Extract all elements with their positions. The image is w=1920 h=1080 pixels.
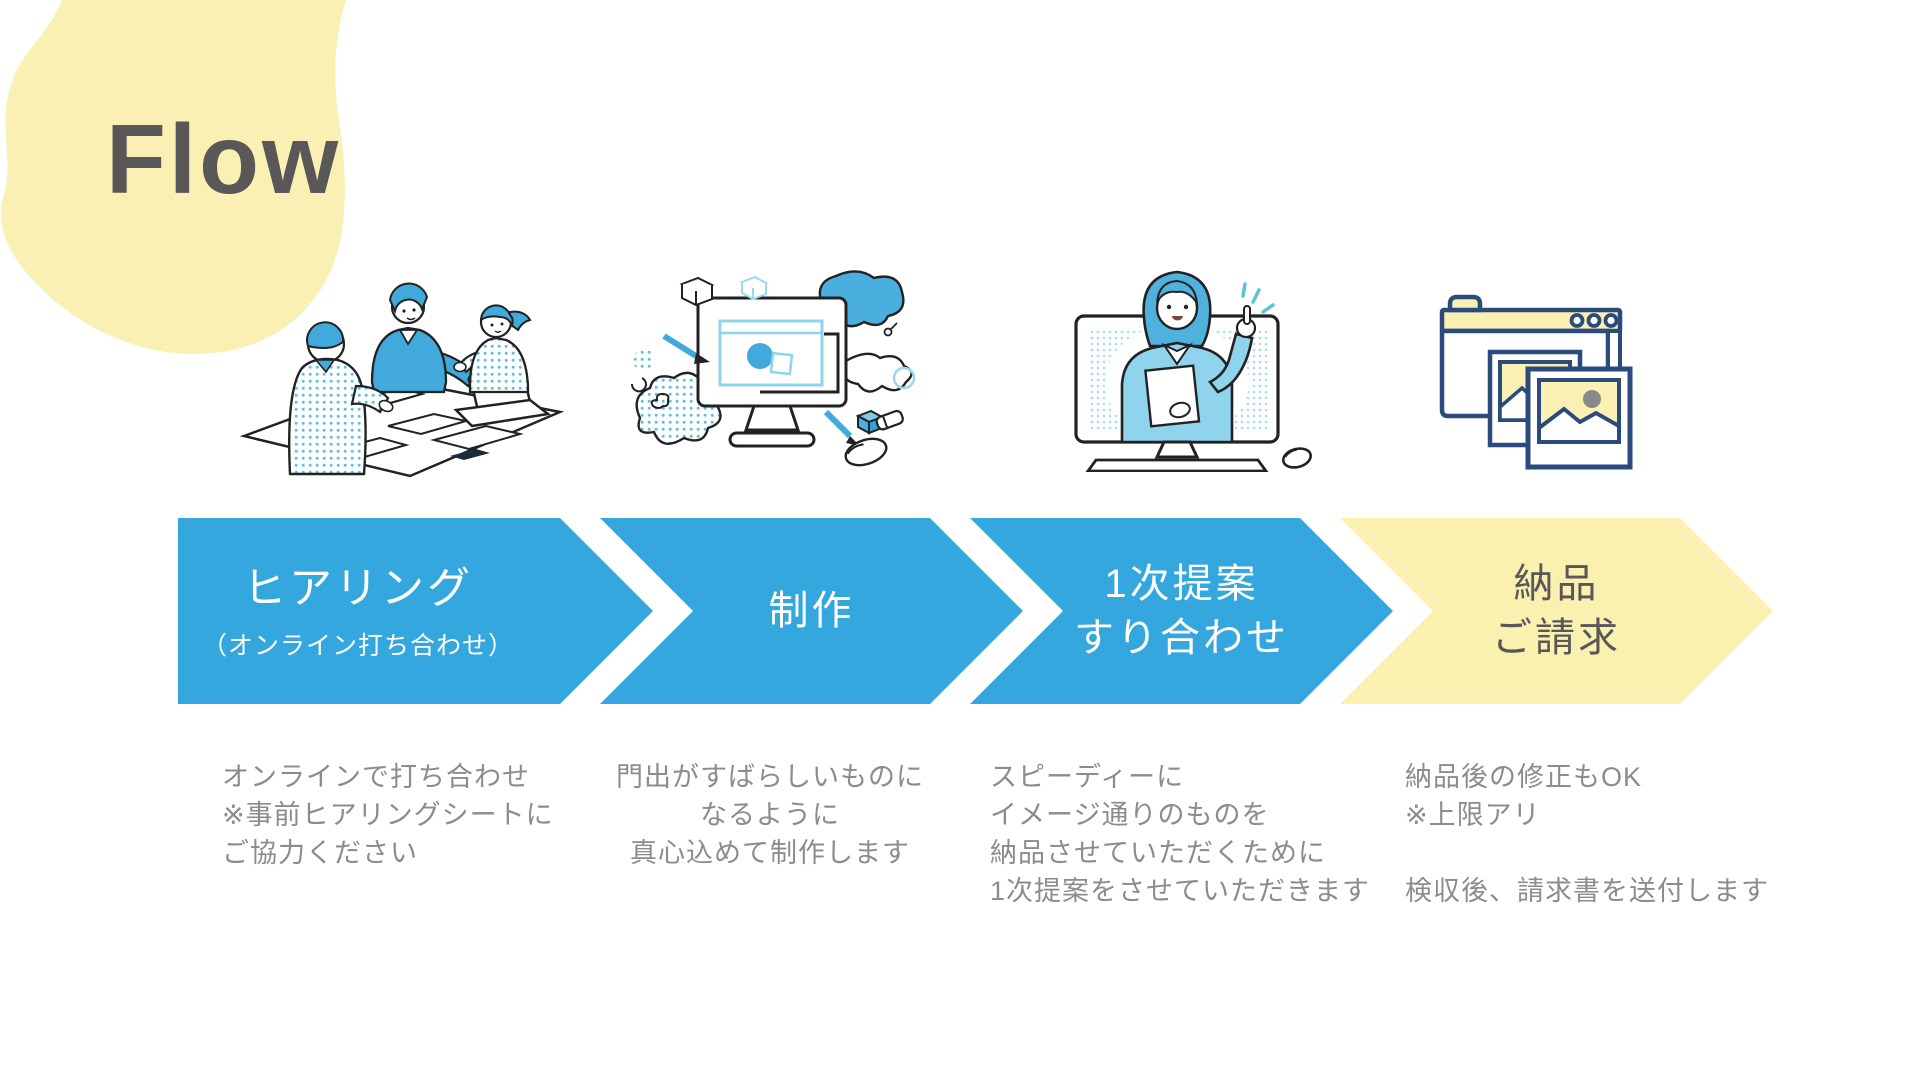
step-title: 1次提案 すり合わせ (1074, 562, 1289, 660)
delivery-files-illustration (1439, 294, 1633, 470)
step-banner-first-proposal: 1次提案 すり合わせ (970, 518, 1393, 704)
video-call-illustration (1074, 270, 1313, 472)
step-subtitle: （オンライン打ち合わせ） (201, 632, 514, 661)
step-banner-hearing: ヒアリング （オンライン打ち合わせ） (178, 518, 653, 704)
online-meeting-illustration (239, 282, 565, 478)
step-description-hearing: オンラインで打ち合わせ ※事前ヒアリングシートに ご協力ください (222, 762, 554, 868)
step-title: ヒアリング (243, 564, 473, 613)
step-description-first-proposal: スピーディーに イメージ通りのものを 納品させていただくために 1次提案をさせて… (990, 762, 1371, 906)
step-description-production: 門出がすばらしいものに なるように 真心込めて制作します (616, 762, 924, 868)
design-work-illustration (630, 270, 916, 467)
page-title: Flow (106, 104, 342, 214)
step-description-delivery: 納品後の修正もOK ※上限アリ 検収後、請求書を送付します (1405, 762, 1769, 906)
step-banner-production: 制作 (600, 518, 1023, 704)
step-title: 制作 (768, 589, 855, 633)
step-banner-delivery: 納品 ご請求 (1340, 518, 1773, 704)
step-title: 納品 ご請求 (1492, 562, 1621, 660)
corner-blob-shape (0, 0, 347, 354)
